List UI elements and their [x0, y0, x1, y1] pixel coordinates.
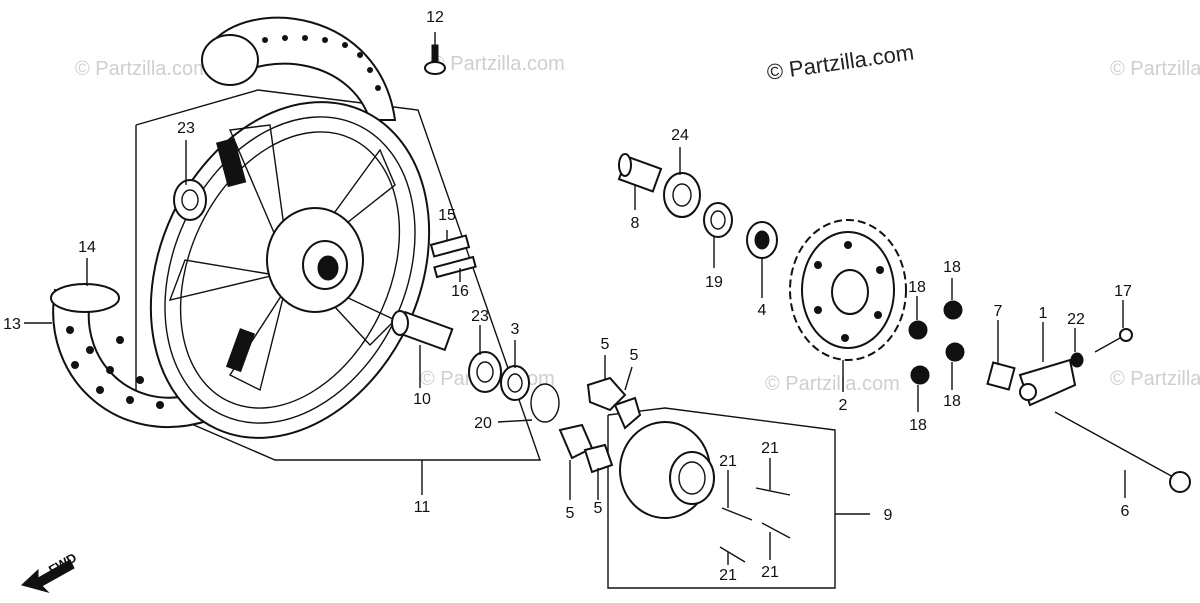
balance-weights [429, 234, 477, 279]
side-collar [986, 361, 1016, 391]
leader-lines [24, 32, 1126, 565]
callout-21: 21 [761, 564, 779, 581]
callout-24: 24 [671, 127, 689, 144]
callout-12: 12 [426, 9, 444, 26]
bearing-right [468, 351, 502, 393]
callout-5: 5 [594, 500, 603, 517]
watermark-faint: © Partzilla.com [765, 373, 900, 395]
callout-1: 1 [1039, 305, 1048, 322]
callout-9: 9 [884, 507, 893, 524]
callout-5: 5 [566, 505, 575, 522]
watermark-main: © Partzilla.com [765, 40, 915, 85]
hub-bearing [663, 172, 701, 218]
wheel-rim [149, 101, 431, 439]
hub-assembly-outline [607, 407, 836, 589]
callout-5: 5 [601, 336, 610, 353]
callout-23: 23 [471, 308, 489, 325]
valve-stem [424, 44, 446, 75]
callout-18: 18 [943, 393, 961, 410]
callout-13: 13 [3, 316, 21, 333]
watermark-faint: © Partzilla.com [430, 53, 565, 75]
driven-sprocket [789, 219, 907, 361]
sprocket-seal [746, 221, 778, 259]
driven-flange-hub [619, 421, 715, 519]
callout-22: 22 [1067, 311, 1085, 328]
callout-19: 19 [705, 274, 723, 291]
callout-4: 4 [758, 302, 767, 319]
callout-20: 20 [474, 415, 492, 432]
callout-10: 10 [413, 391, 431, 408]
watermark-faint: © Partzilla.com [1110, 58, 1200, 80]
studs [719, 487, 791, 563]
chain-adjuster [1018, 358, 1077, 407]
callout-21: 21 [761, 440, 779, 457]
callout-23: 23 [177, 120, 195, 137]
callout-21: 21 [719, 453, 737, 470]
hub-seal [703, 202, 733, 238]
adjuster-nut [1070, 352, 1084, 368]
o-ring [530, 383, 560, 423]
callout-8: 8 [631, 215, 640, 232]
callout-numbers: 12 23 14 13 15 16 10 23 3 20 11 5 5 5 5 … [3, 9, 1132, 584]
sprocket-nuts [908, 300, 965, 385]
callout-18: 18 [943, 259, 961, 276]
callout-18: 18 [908, 279, 926, 296]
forward-arrow-icon: FWD [21, 550, 79, 593]
callout-11: 11 [414, 499, 431, 516]
hub-collar [617, 153, 663, 193]
callout-3: 3 [511, 321, 520, 338]
callout-16: 16 [451, 283, 469, 300]
damper-rubbers [558, 376, 642, 474]
callout-6: 6 [1121, 503, 1130, 520]
callout-18: 18 [909, 417, 927, 434]
callout-7: 7 [994, 303, 1003, 320]
callout-15: 15 [438, 207, 456, 224]
callout-21: 21 [719, 567, 737, 584]
callout-14: 14 [78, 239, 96, 256]
callout-2: 2 [839, 397, 848, 414]
callout-5: 5 [630, 347, 639, 364]
callout-17: 17 [1114, 283, 1132, 300]
adjusting-bolt [1094, 328, 1133, 353]
collar [391, 310, 454, 352]
tire [50, 16, 397, 429]
oil-seal [500, 365, 530, 401]
watermark-faint: © Partzilla.com [1110, 368, 1200, 390]
rear-axle [1054, 411, 1191, 493]
watermark-faint: © Partzilla.com [75, 58, 210, 80]
bearing-left [173, 179, 207, 221]
